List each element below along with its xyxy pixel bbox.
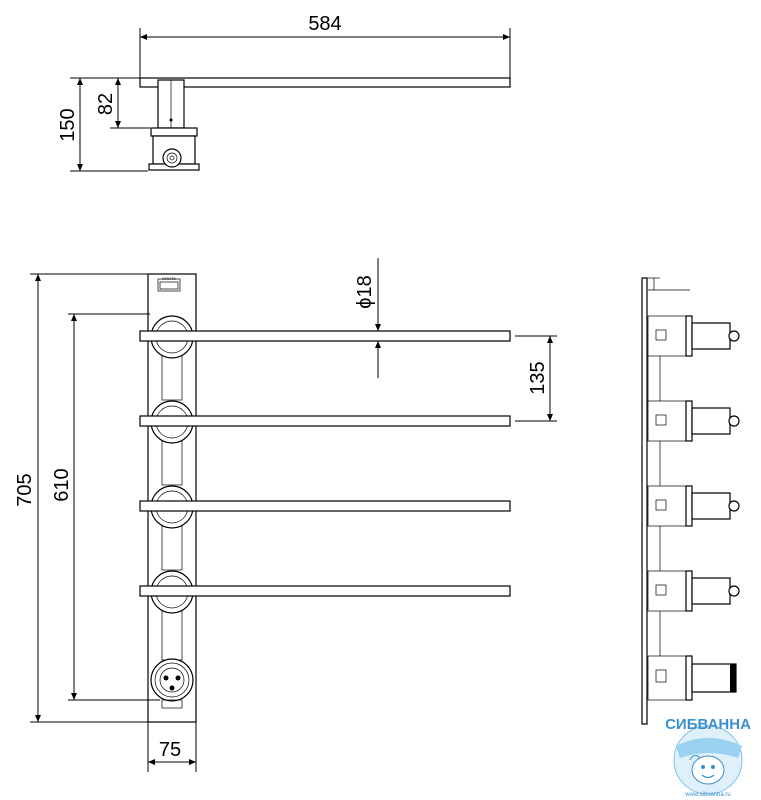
dim-total-height: 705: [14, 473, 36, 506]
logo-name: СИБВАННА: [665, 716, 751, 733]
dim-bar-span-height: 610: [51, 468, 73, 501]
dim-top-width: 584: [308, 13, 341, 35]
side-arm-4: [647, 570, 740, 612]
dim-spacing: 135: [527, 361, 549, 394]
front-view: GROTA: [14, 258, 557, 772]
side-plate: [641, 277, 648, 725]
side-connector: [647, 655, 737, 701]
side-arm-3: [647, 485, 740, 527]
dim-base-width: 75: [159, 739, 181, 761]
side-arm-1: [647, 315, 740, 357]
towel-bar-4: [139, 570, 511, 614]
top-bar: [139, 77, 511, 88]
side-view: [641, 277, 740, 725]
dim-top-height-bar: 82: [95, 93, 117, 115]
logo-url: www.sibvanna.ru: [684, 792, 730, 798]
dim-top-height-total: 150: [57, 108, 79, 141]
top-base: [150, 127, 198, 137]
svg-text:GROTA: GROTA: [162, 276, 176, 281]
dim-diameter: ϕ18: [354, 275, 376, 308]
power-connector: [150, 658, 194, 709]
side-arm-2: [647, 400, 740, 442]
towel-bar-3: [139, 485, 511, 529]
towel-bar-2: [139, 400, 511, 444]
top-view: 584 150 82: [57, 13, 511, 172]
sibvanna-logo: СИБВАННА www.sibvanna.ru: [665, 716, 751, 798]
towel-bar-1: [139, 315, 511, 359]
